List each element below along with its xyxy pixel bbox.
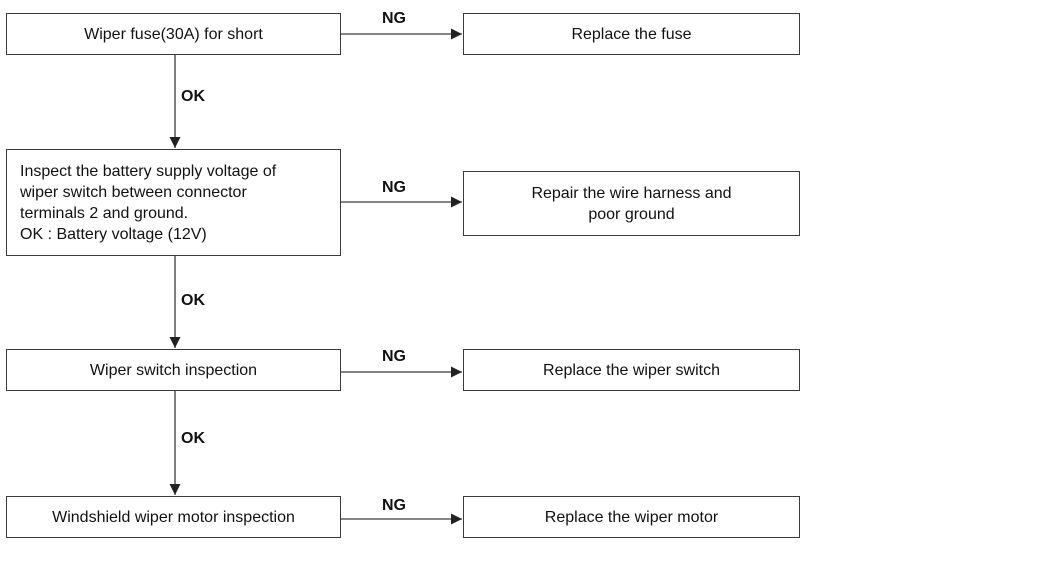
check-box-wiper-motor-text: Windshield wiper motor inspection	[52, 507, 295, 528]
check-line: Inspect the battery supply voltage of	[20, 162, 277, 180]
check-line: wiper switch between connector	[20, 183, 247, 201]
ng-label: NG	[382, 348, 406, 365]
action-box-replace-fuse: Replace the fuse	[463, 13, 800, 55]
action-line: Replace the wiper switch	[543, 361, 720, 379]
check-line: Wiper fuse(30A) for short	[84, 25, 263, 43]
check-box-battery-voltage: Inspect the battery supply voltage of wi…	[6, 149, 341, 256]
action-line: poor ground	[588, 205, 675, 223]
check-box-fuse: Wiper fuse(30A) for short	[6, 13, 341, 55]
action-box-replace-switch: Replace the wiper switch	[463, 349, 800, 391]
check-line: OK : Battery voltage (12V)	[20, 225, 207, 243]
check-line: Wiper switch inspection	[89, 361, 258, 379]
action-box-replace-fuse-text: Replace the fuse	[571, 24, 691, 45]
check-box-fuse-text: Wiper fuse(30A) for short	[84, 24, 263, 45]
ok-label: OK	[181, 292, 205, 309]
action-line: Replace the fuse	[571, 25, 692, 43]
check-box-battery-voltage-text: Inspect the battery supply voltage of wi…	[20, 161, 276, 245]
action-line: Replace the wiper motor	[544, 508, 719, 526]
action-box-replace-motor-text: Replace the wiper motor	[545, 507, 718, 528]
ok-label: OK	[181, 88, 205, 105]
ng-label: NG	[382, 497, 406, 514]
ng-label: NG	[382, 10, 406, 27]
ok-label: OK	[181, 430, 205, 447]
action-line: Repair the wire harness and	[531, 184, 732, 202]
action-box-replace-motor: Replace the wiper motor	[463, 496, 800, 538]
check-box-wiper-motor: Windshield wiper motor inspection	[6, 496, 341, 538]
check-line: Windshield wiper motor inspection	[52, 508, 295, 526]
ng-label: NG	[382, 179, 406, 196]
check-box-wiper-switch: Wiper switch inspection	[6, 349, 341, 391]
action-box-replace-switch-text: Replace the wiper switch	[543, 360, 720, 381]
action-box-repair-harness: Repair the wire harness and poor ground	[463, 171, 800, 236]
action-box-repair-harness-text: Repair the wire harness and poor ground	[531, 183, 731, 225]
check-box-wiper-switch-text: Wiper switch inspection	[90, 360, 257, 381]
check-line: terminals 2 and ground.	[20, 204, 189, 222]
